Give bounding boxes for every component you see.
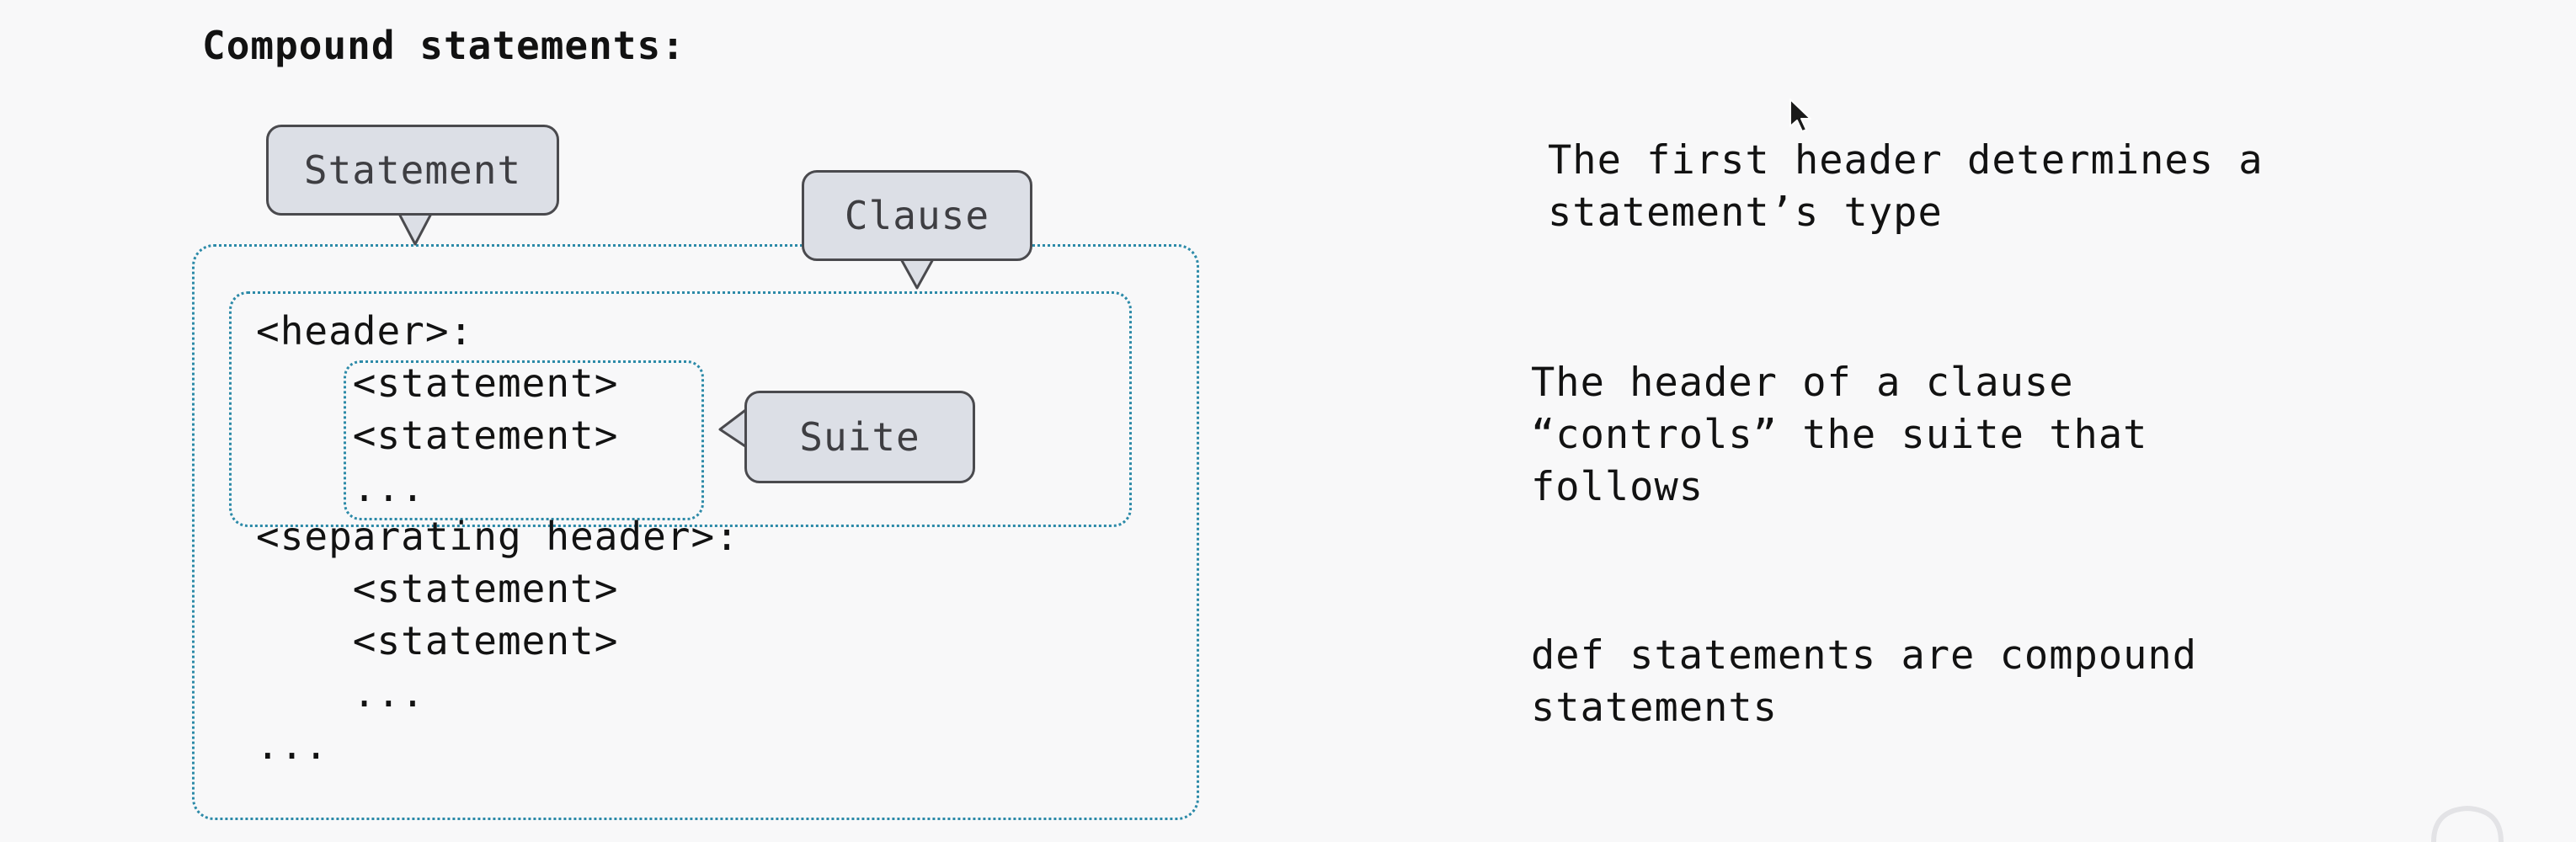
- statement-callout-tail: [397, 210, 434, 246]
- clause-callout: Clause: [802, 170, 1032, 261]
- note-line: def statements are compound: [1531, 632, 2198, 679]
- code-line: <separating header>:: [256, 514, 739, 559]
- clause-region: [229, 291, 1132, 527]
- mouse-cursor-icon: [1789, 99, 1811, 132]
- note-clause-header: The header of a clause “controls” the su…: [1531, 357, 2147, 514]
- code-line: <statement>: [256, 566, 619, 611]
- clause-callout-tail: [899, 256, 936, 290]
- note-line: statement’s type: [1548, 189, 1943, 236]
- code-line: ...: [256, 722, 329, 768]
- code-line: <header>:: [256, 308, 474, 354]
- statement-callout: Statement: [266, 125, 559, 216]
- note-line: “controls” the suite that: [1531, 412, 2148, 458]
- note-line: The header of a clause: [1531, 360, 2074, 406]
- suite-region: [344, 360, 704, 520]
- code-line: ...: [256, 670, 425, 716]
- note-def-statements: def statements are compound statements: [1531, 630, 2197, 734]
- code-line: <statement>: [256, 360, 619, 406]
- slide-title: Compound statements:: [202, 23, 685, 68]
- note-line: The first header determines a: [1548, 137, 2264, 184]
- code-line: <statement>: [256, 413, 619, 458]
- note-line: statements: [1531, 685, 1778, 731]
- suite-callout: Suite: [744, 391, 975, 483]
- statement-region: [192, 244, 1199, 820]
- code-line: ...: [256, 465, 425, 510]
- corner-decoration-icon: [2431, 805, 2504, 842]
- code-line: <statement>: [256, 618, 619, 663]
- note-line: follows: [1531, 464, 1704, 510]
- note-first-header: The first header determines a statement’…: [1548, 135, 2264, 239]
